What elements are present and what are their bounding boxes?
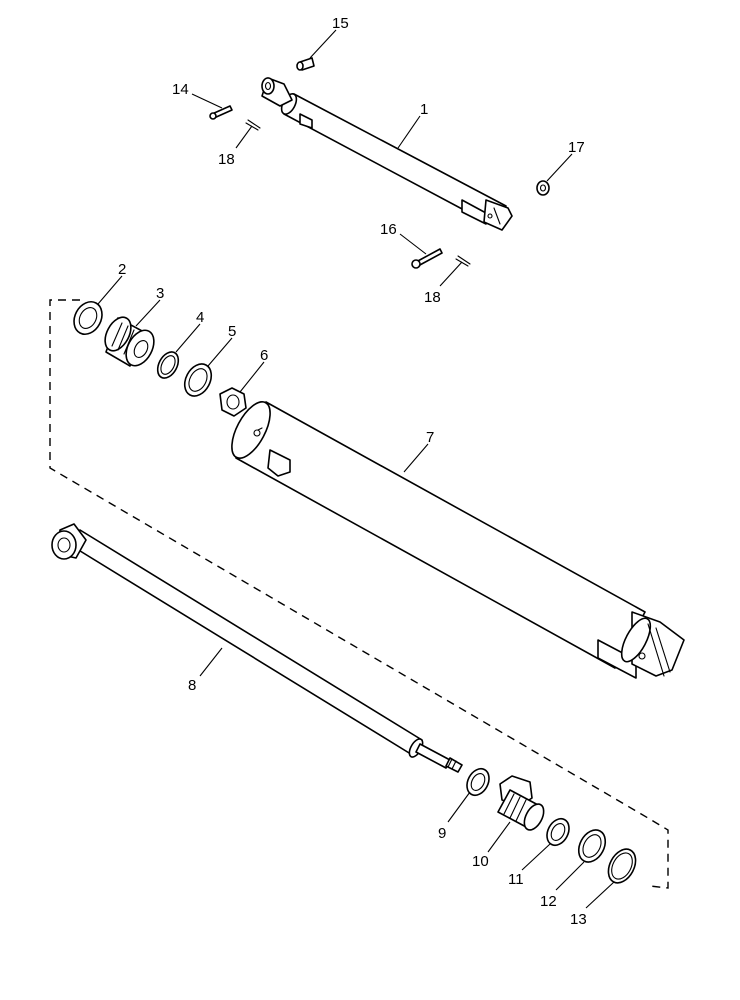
part-6-nut (219, 387, 247, 417)
part-16-pin (411, 248, 443, 269)
callout-11: 11 (508, 871, 524, 888)
leader-18b (439, 261, 463, 287)
leader-9 (447, 791, 471, 823)
callout-9: 9 (438, 825, 446, 842)
leader-10 (487, 821, 511, 853)
leader-1 (397, 115, 421, 149)
leader-8 (199, 647, 223, 677)
leader-3 (135, 299, 161, 327)
part-10-piston (497, 775, 545, 831)
leader-7 (403, 443, 429, 473)
callout-1: 1 (420, 101, 428, 118)
leader-6 (239, 361, 265, 393)
callout-3: 3 (156, 285, 164, 302)
leader-14 (191, 93, 223, 109)
callout-14: 14 (172, 81, 189, 98)
callout-16: 16 (380, 221, 397, 238)
callout-17: 17 (568, 139, 585, 156)
part-2-wiper-seal (73, 300, 103, 336)
part-18-cotter-pin-upper (245, 119, 261, 131)
part-7-cylinder-barrel (231, 401, 685, 679)
callout-18-lower: 18 (424, 289, 441, 306)
callout-4: 4 (196, 309, 204, 326)
part-17-washer (536, 180, 550, 196)
part-4-o-ring (156, 351, 180, 379)
callout-18-upper: 18 (218, 151, 235, 168)
part-18-cotter-pin-lower (455, 255, 471, 267)
leader-lines (97, 29, 615, 909)
part-1-cylinder-assembly (261, 77, 513, 231)
callout-13: 13 (570, 911, 587, 928)
callout-8: 8 (188, 677, 196, 694)
callout-2: 2 (118, 261, 126, 278)
callout-6: 6 (260, 347, 268, 364)
part-14-pin (209, 105, 233, 120)
leader-18a (235, 125, 253, 149)
part-11-seal-ring (546, 817, 570, 847)
leader-16 (399, 233, 427, 255)
callout-10: 10 (472, 853, 489, 870)
part-12-wear-ring (577, 829, 607, 863)
callout-numbers: 1 2 3 4 5 6 7 8 9 10 11 12 13 14 15 16 1… (118, 15, 587, 928)
leader-2 (97, 275, 123, 305)
part-15-plug (296, 57, 315, 71)
seal-kit-boundary (49, 299, 669, 889)
callout-15: 15 (332, 15, 349, 32)
part-13-ring (607, 848, 637, 884)
callout-12: 12 (540, 893, 557, 910)
leader-11 (521, 843, 551, 871)
leader-13 (585, 881, 615, 909)
part-8-piston-rod (51, 523, 463, 773)
callout-7: 7 (426, 429, 434, 446)
leader-17 (546, 153, 573, 182)
leader-4 (175, 323, 201, 353)
callout-5: 5 (228, 323, 236, 340)
leader-15 (309, 29, 337, 59)
leader-5 (207, 337, 233, 367)
leader-12 (555, 861, 585, 891)
part-3-gland (104, 316, 155, 367)
part-9-o-ring (466, 767, 490, 797)
part-5-backup-ring (183, 363, 213, 397)
